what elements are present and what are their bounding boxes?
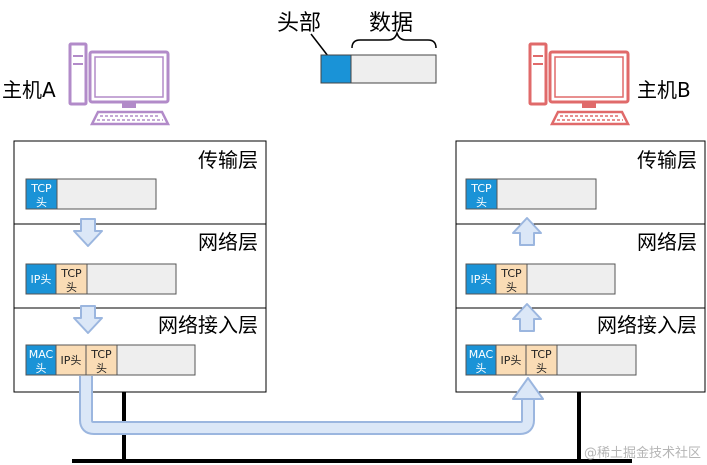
transmission-path bbox=[79, 376, 544, 435]
computer-a-icon bbox=[68, 42, 170, 126]
tcp-header-line2: 头 bbox=[536, 362, 547, 375]
ip-header-block bbox=[495, 344, 527, 376]
ip-header-text: IP头 bbox=[471, 273, 492, 286]
transmission-arrowhead-icon bbox=[512, 377, 544, 400]
tcp-header-line1: TCP bbox=[90, 348, 112, 361]
tcp-header-line1: TCP bbox=[500, 267, 522, 280]
tcp-header-line2: 头 bbox=[36, 196, 47, 209]
tcp-header-line1: TCP bbox=[470, 182, 492, 195]
legend-data-brace bbox=[351, 30, 437, 49]
mac-header-line2: 头 bbox=[36, 362, 47, 375]
host-b-network-packet: IP头 TCP 头 bbox=[465, 263, 616, 295]
legend-header-label: 头部 bbox=[277, 11, 321, 36]
host-b-access-packet: MAC 头 IP头 TCP 头 bbox=[465, 344, 637, 376]
tcp-header-block bbox=[495, 263, 528, 295]
tcp-header-line2: 头 bbox=[506, 281, 517, 294]
payload-block bbox=[116, 344, 196, 376]
legend: 头部 数据 bbox=[277, 11, 437, 84]
tcp-header-line1: TCP bbox=[530, 348, 552, 361]
host-a-layer-access: 网络接入层 bbox=[158, 313, 258, 337]
legend-header-block bbox=[320, 54, 352, 84]
payload-block bbox=[86, 263, 177, 295]
legend-data-block bbox=[350, 54, 437, 84]
host-b-label: 主机B bbox=[637, 78, 691, 102]
host-a-access-packet: MAC 头 IP头 TCP 头 bbox=[25, 344, 196, 376]
tcp-header-line2: 头 bbox=[476, 196, 487, 209]
host-a-network-packet: IP头 TCP 头 bbox=[25, 263, 177, 295]
mac-header-line1: MAC bbox=[29, 348, 54, 361]
tcp-header-line2: 头 bbox=[96, 362, 107, 375]
host-a: 主机A 传输层 网络层 网络接入层 TCP 头 IP头 TCP 头 MAC 头 bbox=[2, 42, 267, 393]
payload-block bbox=[526, 263, 616, 295]
tcp-header-line1: TCP bbox=[60, 267, 82, 280]
ip-header-text: IP头 bbox=[501, 354, 522, 367]
tcp-header-block bbox=[465, 178, 498, 210]
payload-block bbox=[56, 178, 157, 210]
mac-header-block bbox=[25, 344, 57, 376]
ip-header-block bbox=[25, 263, 57, 295]
host-a-layer-transport: 传输层 bbox=[198, 148, 258, 172]
computer-b-icon bbox=[528, 42, 630, 126]
host-a-layer-network: 网络层 bbox=[198, 230, 258, 254]
ip-header-text: IP头 bbox=[31, 273, 52, 286]
tcp-header-line2: 头 bbox=[66, 281, 77, 294]
host-b-layer-network: 网络层 bbox=[637, 230, 697, 254]
tcp-header-line1: TCP bbox=[30, 182, 52, 195]
transmission-path-fill bbox=[81, 376, 533, 433]
mac-header-line1: MAC bbox=[469, 348, 494, 361]
mac-header-line2: 头 bbox=[476, 362, 487, 375]
ip-header-block bbox=[55, 344, 87, 376]
host-a-transport-packet: TCP 头 bbox=[25, 178, 157, 210]
tcp-header-block bbox=[55, 263, 88, 295]
legend-data-label: 数据 bbox=[369, 11, 413, 36]
payload-block bbox=[496, 178, 597, 210]
tcp-header-block bbox=[25, 178, 58, 210]
host-a-label: 主机A bbox=[2, 78, 56, 102]
host-b: 主机B 传输层 网络层 网络接入层 TCP 头 IP头 TCP 头 MAC 头 bbox=[455, 42, 706, 393]
ip-header-text: IP头 bbox=[61, 354, 82, 367]
payload-block bbox=[556, 344, 637, 376]
legend-header-pointer bbox=[310, 33, 329, 57]
host-b-transport-packet: TCP 头 bbox=[465, 178, 597, 210]
host-b-layer-access: 网络接入层 bbox=[597, 313, 697, 337]
watermark: @稀土掘金技术社区 bbox=[584, 445, 701, 461]
host-b-layer-transport: 传输层 bbox=[637, 148, 697, 172]
